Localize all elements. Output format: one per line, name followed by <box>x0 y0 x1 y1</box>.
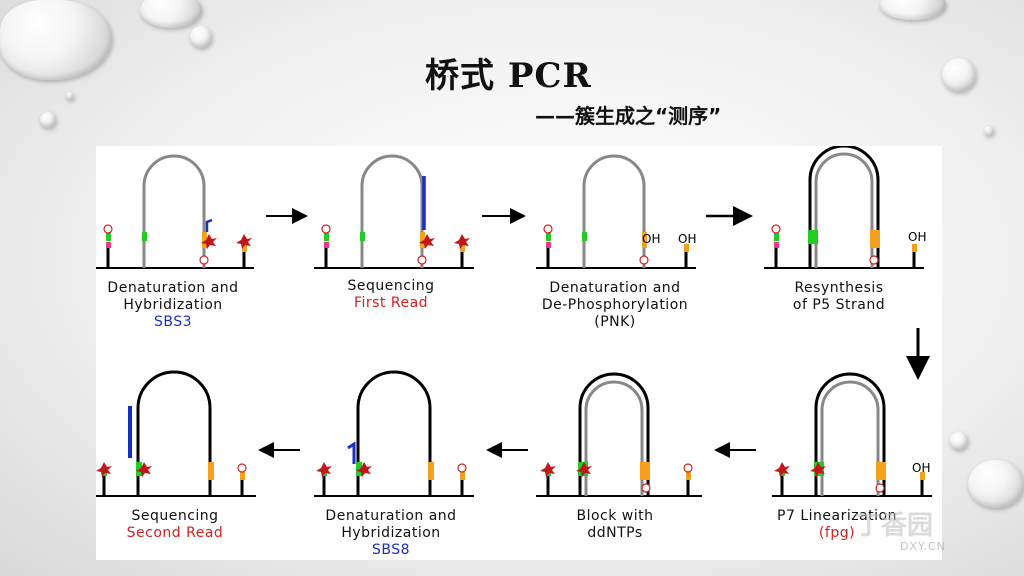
step-1-caption: Denaturation and Hybridization SBS3 <box>78 280 268 331</box>
water-drop-decoration <box>0 0 112 80</box>
step-1-diagram <box>96 154 254 269</box>
step-6-caption: Block with ddNTPs <box>520 508 710 542</box>
step-7-diagram <box>314 370 474 497</box>
caption-line: Denaturation and <box>107 280 239 296</box>
water-drop-decoration <box>66 92 74 100</box>
oh-label: OH <box>912 461 930 475</box>
step-8-diagram <box>96 370 256 497</box>
caption-line-red: (fpg) <box>818 525 856 541</box>
watermark-url: DXY.CN <box>900 540 946 553</box>
slide-title: 桥式 PCR <box>425 56 592 96</box>
step-6-diagram <box>536 372 702 497</box>
water-drop-decoration <box>950 432 968 450</box>
water-drop-decoration <box>140 0 202 28</box>
caption-line-red: Second Read <box>126 525 224 541</box>
caption-line: Denaturation and <box>325 508 457 524</box>
caption-line: P7 Linearization <box>777 508 897 524</box>
step-5-caption: P7 Linearization (fpg) <box>742 508 932 542</box>
caption-line: Hybridization <box>341 525 441 541</box>
step-5-diagram: OH <box>772 372 932 497</box>
slide-subtitle: ——簇生成之“测序” <box>535 104 722 128</box>
caption-line: Sequencing <box>347 278 435 294</box>
diagram-canvas: OH OH OH <box>96 146 932 497</box>
step-2-diagram <box>314 154 474 269</box>
caption-line: Block with <box>576 508 654 524</box>
step-4-diagram: OH <box>764 146 926 269</box>
caption-line: Sequencing <box>131 508 219 524</box>
water-drop-decoration <box>880 0 946 20</box>
step-8-caption: Sequencing Second Read <box>80 508 270 542</box>
caption-line-blue: SBS8 <box>371 542 411 558</box>
water-drop-decoration <box>984 126 994 136</box>
caption-line-blue: SBS3 <box>153 314 193 330</box>
oh-label: OH <box>908 230 926 244</box>
caption-line: (PNK) <box>594 314 636 330</box>
water-drop-decoration <box>942 58 976 92</box>
caption-line: De-Phosphorylation <box>541 297 689 313</box>
watermark-logo: 丁香园 <box>855 511 934 541</box>
caption-line: Hybridization <box>123 297 223 313</box>
step-4-caption: Resynthesis of P5 Strand <box>744 280 934 314</box>
caption-line: Resynthesis <box>794 280 884 296</box>
caption-line-red: First Read <box>353 295 429 311</box>
caption-line: of P5 Strand <box>792 297 886 313</box>
oh-label: OH <box>678 232 696 246</box>
water-drop-decoration <box>968 460 1024 508</box>
step-7-caption: Denaturation and Hybridization SBS8 <box>296 508 486 559</box>
bridge-pcr-diagram: OH OH OH <box>96 146 942 560</box>
water-drop-decoration <box>190 26 212 48</box>
caption-line: Denaturation and <box>549 280 681 296</box>
step-3-diagram: OH OH <box>536 154 696 269</box>
caption-line: ddNTPs <box>587 525 643 541</box>
oh-label: OH <box>642 232 660 246</box>
step-2-caption: Sequencing First Read <box>296 278 486 312</box>
step-3-caption: Denaturation and De-Phosphorylation (PNK… <box>520 280 710 331</box>
water-drop-decoration <box>40 112 56 128</box>
